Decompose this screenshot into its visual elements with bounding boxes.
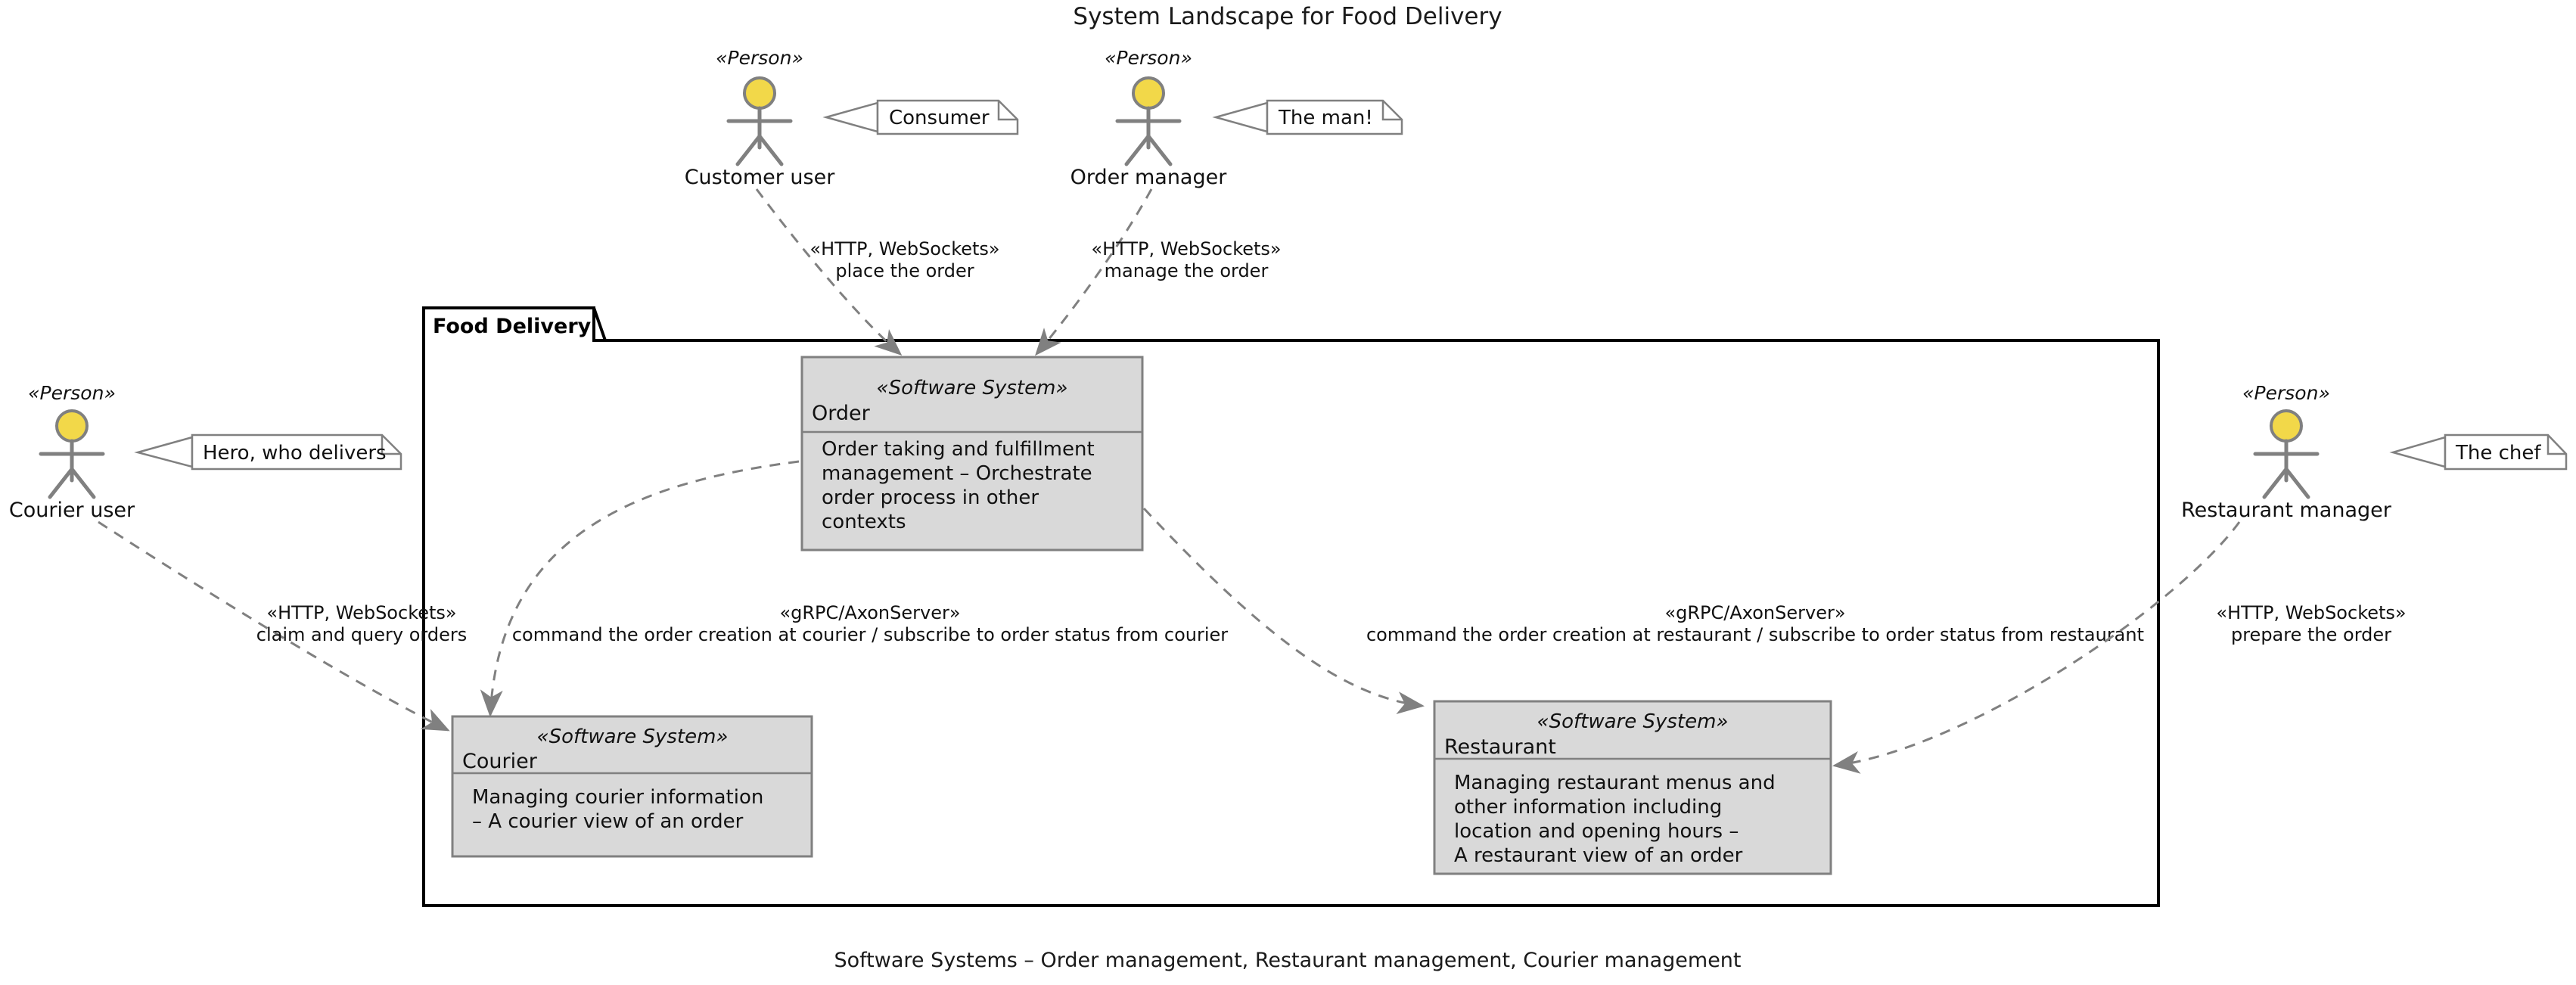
boundary-label: Food Delivery: [433, 315, 592, 338]
system-name: Courier: [462, 750, 538, 773]
system-name: Restaurant: [1444, 735, 1556, 759]
actor-stereotype: «Person»: [716, 47, 803, 69]
note-the-chef[interactable]: The chef: [2389, 433, 2568, 471]
actor-head-icon: [2270, 409, 2303, 443]
actor-customer-user[interactable]: «Person» Customer user: [685, 47, 836, 189]
relationship-courieruser-courier: «HTTP, WebSockets» claim and query order…: [98, 520, 467, 732]
relationship-stereotype: «HTTP, WebSockets»: [266, 602, 456, 623]
system-description-line: A restaurant view of an order: [1454, 844, 1743, 867]
relationship-label: manage the order: [1105, 260, 1269, 281]
relationship-stereotype: «HTTP, WebSockets»: [2216, 602, 2406, 623]
system-description-line: Order taking and fulfillment: [822, 438, 1095, 461]
note-text: Consumer: [889, 107, 990, 129]
actor-label: Customer user: [685, 166, 836, 189]
note-text: The chef: [2455, 442, 2541, 465]
system-stereotype: «Software System»: [537, 726, 729, 748]
relationship-label: claim and query orders: [256, 624, 467, 645]
system-description-line: – A courier view of an order: [472, 810, 744, 833]
actor-body-icon: [39, 439, 105, 499]
actor-order-manager[interactable]: «Person» Order manager: [1070, 47, 1228, 189]
system-order[interactable]: «Software System» Order Order taking and…: [800, 356, 1144, 552]
relationship-stereotype: «HTTP, WebSockets»: [809, 238, 999, 259]
system-description-line: order process in other: [822, 486, 1039, 509]
system-stereotype: «Software System»: [1537, 710, 1729, 733]
relationship-restaurantmanager-restaurant: «HTTP, WebSockets» prepare the order: [1832, 521, 2407, 774]
actor-stereotype: «Person»: [1105, 47, 1192, 69]
actor-label: Order manager: [1070, 166, 1228, 189]
actor-restaurant-manager[interactable]: «Person» Restaurant manager: [2181, 382, 2392, 522]
actor-label: Courier user: [9, 499, 135, 522]
relationship-label: command the order creation at courier / …: [512, 624, 1228, 645]
system-description-line: location and opening hours –: [1454, 820, 1739, 843]
system-description-line: Managing courier information: [472, 786, 763, 809]
actor-body-icon: [2253, 439, 2320, 499]
relationship-stereotype: «gRPC/AxonServer»: [779, 602, 960, 623]
relationship-stereotype: «gRPC/AxonServer»: [1664, 602, 1845, 623]
system-description-line: other information including: [1454, 796, 1722, 819]
relationship-customer-order: «HTTP, WebSockets» place the order: [755, 188, 1000, 356]
diagram-caption: Software Systems – Order management, Res…: [834, 949, 1741, 972]
actor-head-icon: [1132, 76, 1165, 110]
relationship-ordermanager-order: «HTTP, WebSockets» manage the order: [1035, 188, 1282, 356]
relationship-stereotype: «HTTP, WebSockets»: [1091, 238, 1281, 259]
boundary-food-delivery: Food Delivery: [422, 306, 2160, 907]
actor-label: Restaurant manager: [2181, 499, 2392, 522]
note-text: The man!: [1278, 107, 1373, 129]
system-description-line: Managing restaurant menus and: [1454, 772, 1776, 794]
relationship-label: place the order: [835, 260, 974, 281]
system-description-line: management – Orchestrate: [822, 462, 1092, 485]
actor-head-icon: [55, 409, 89, 443]
note-text: Hero, who delivers: [203, 442, 387, 465]
page-title: System Landscape for Food Delivery: [1073, 3, 1502, 30]
actor-stereotype: «Person»: [2242, 382, 2330, 404]
note-hero-who-delivers[interactable]: Hero, who delivers: [134, 433, 402, 471]
system-courier[interactable]: «Software System» Courier Managing couri…: [451, 715, 813, 858]
actor-courier-user[interactable]: «Person» Courier user: [9, 382, 135, 522]
relationship-order-restaurant: «gRPC/AxonServer» command the order crea…: [1142, 507, 2144, 714]
note-consumer[interactable]: Consumer: [822, 99, 1019, 135]
system-stereotype: «Software System»: [877, 377, 1068, 399]
note-the-man[interactable]: The man!: [1212, 99, 1403, 135]
actor-body-icon: [1115, 106, 1182, 166]
actor-stereotype: «Person»: [28, 382, 116, 404]
relationship-order-courier: «gRPC/AxonServer» command the order crea…: [480, 460, 1228, 717]
system-description-line: contexts: [822, 511, 906, 533]
actor-head-icon: [743, 76, 776, 110]
actor-body-icon: [726, 106, 793, 166]
system-name: Order: [812, 402, 871, 425]
system-restaurant[interactable]: «Software System» Restaurant Managing re…: [1433, 700, 1832, 875]
relationship-label: prepare the order: [2231, 624, 2391, 645]
relationship-label: command the order creation at restaurant…: [1366, 624, 2144, 645]
